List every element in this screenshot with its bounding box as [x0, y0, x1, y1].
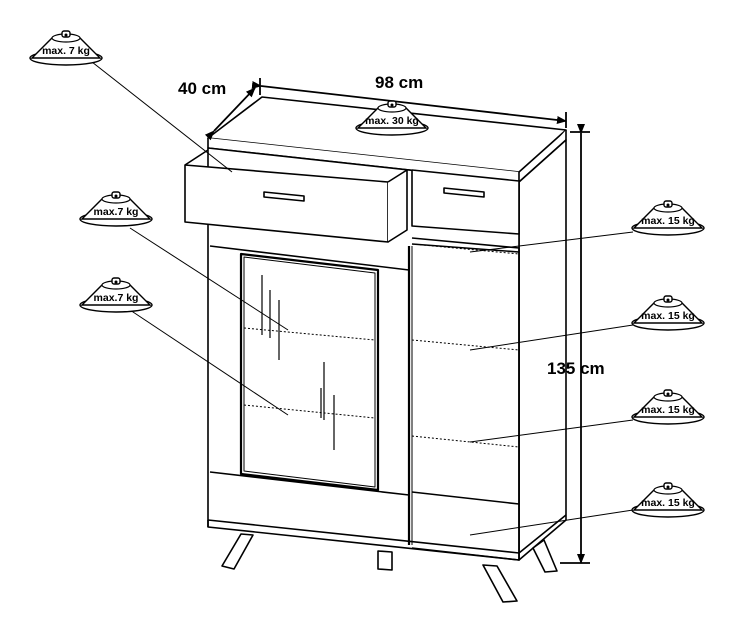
height-label: 135 cm [547, 359, 605, 378]
dimension-lines [204, 78, 590, 564]
cabinet-side [518, 139, 567, 561]
right-door [411, 237, 520, 561]
depth-label: 40 cm [178, 79, 226, 98]
weight-label: max. 15 kg [641, 497, 695, 509]
drawer-right [411, 169, 520, 235]
shelf-glass-lower [243, 404, 376, 419]
weight-badge-right-shelf-1: max. 15 kg [631, 200, 705, 236]
leg-front-right [482, 564, 518, 603]
drawer-right-handle [443, 187, 485, 198]
shelf-right-3 [411, 435, 520, 448]
shelf-glass-upper [243, 327, 376, 341]
leg-front-left [221, 533, 254, 570]
weight-label: max.7 kg [94, 292, 139, 304]
width-label: 98 cm [375, 73, 423, 92]
weight-badge-glass-shelf-lower: max.7 kg [79, 277, 153, 313]
weight-badge-right-shelf-2: max. 15 kg [631, 295, 705, 331]
weight-badge-right-shelf-3: max. 15 kg [631, 389, 705, 425]
weight-label: max. 15 kg [641, 215, 695, 227]
weight-label: max. 15 kg [641, 310, 695, 322]
weight-badge-drawer-left: max. 7 kg [29, 30, 103, 66]
shelf-right-2 [411, 339, 520, 351]
weight-label: max. 30 kg [365, 115, 419, 127]
leader-lines [91, 61, 634, 536]
cabinet [184, 96, 567, 603]
weight-label: max.7 kg [94, 206, 139, 218]
weight-badge-glass-shelf-upper: max.7 kg [79, 191, 153, 227]
leg-back [377, 550, 393, 571]
weight-badge-right-bottom: max. 15 kg [631, 482, 705, 518]
shelf-right-1 [411, 243, 520, 255]
plinth [207, 514, 567, 554]
weight-label: max. 15 kg [641, 404, 695, 416]
weight-label: max. 7 kg [42, 45, 90, 57]
leg-side-right [532, 539, 558, 573]
drawer-left-handle [263, 191, 305, 202]
weight-badge-top: max. 30 kg [355, 100, 429, 136]
